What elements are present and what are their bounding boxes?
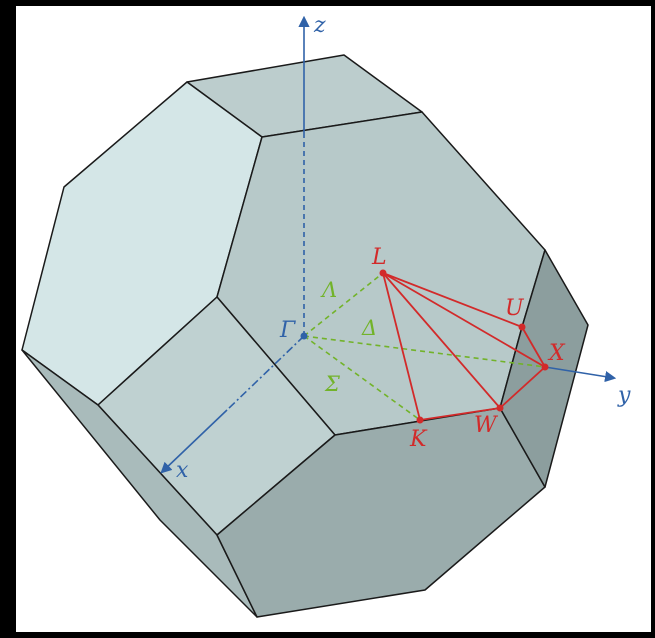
delta-line <box>303 335 546 368</box>
x-axis-label: x <box>176 458 189 483</box>
gamma-label: Γ <box>279 318 296 343</box>
X-point <box>541 363 549 371</box>
W-point <box>496 404 504 412</box>
z-axis-label: z <box>313 13 326 38</box>
high-symmetry-path <box>382 272 546 421</box>
path-L-K <box>382 272 421 421</box>
path-U-X <box>521 326 546 368</box>
x-axis-visible <box>160 409 228 474</box>
sigma-label: Σ <box>324 372 340 396</box>
path-L-X <box>382 272 546 368</box>
L-label: L <box>371 245 387 270</box>
delta-label: Δ <box>361 316 377 340</box>
K-point <box>416 416 424 424</box>
axes <box>160 15 617 474</box>
X-label: X <box>547 341 566 366</box>
path-L-U <box>382 272 523 328</box>
sigma-line <box>303 335 421 421</box>
y-axis-visible <box>544 366 617 383</box>
K-label: K <box>409 427 428 452</box>
gamma-point <box>300 332 308 340</box>
lambda-label: Λ <box>320 278 337 302</box>
y-axis-label: y <box>617 383 631 408</box>
symmetry-lines <box>303 272 546 421</box>
x-axis-hidden <box>226 335 305 411</box>
path-K-W <box>419 407 501 421</box>
path-L-W <box>382 272 501 409</box>
U-point <box>518 323 526 331</box>
lambda-line <box>303 272 384 337</box>
L-point <box>379 269 387 277</box>
U-label: U <box>505 296 525 321</box>
path-W-X <box>499 366 546 409</box>
truncated-octahedron <box>21 54 589 618</box>
points <box>300 269 549 424</box>
W-label: W <box>474 413 499 438</box>
